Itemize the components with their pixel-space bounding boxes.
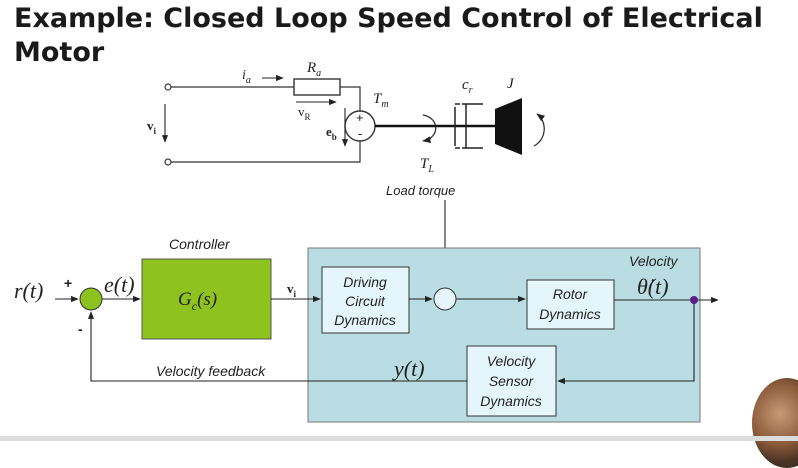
label-vr: vR	[298, 104, 311, 122]
label-load-torque: Load torque	[386, 183, 455, 198]
sum-minus: -	[78, 321, 83, 337]
inertia-j	[495, 98, 522, 155]
label-vi: vi	[147, 118, 157, 136]
rotor-line-1: Rotor	[553, 286, 589, 302]
label-vi-signal: vi	[287, 281, 297, 299]
diagram-canvas: ia Ra vR vi eb + - Tm cr J TL Load torqu…	[14, 60, 719, 423]
motor-circuit: ia Ra vR vi eb + - Tm cr J TL Load torqu…	[147, 60, 546, 289]
error-summing-junction	[79, 287, 103, 311]
controller-block	[141, 258, 272, 340]
bottom-bar	[0, 436, 798, 441]
label-velocity: Velocity	[629, 253, 679, 269]
velocity-pickoff-node	[690, 296, 698, 304]
source-plus: +	[356, 110, 364, 125]
driving-circuit-block	[321, 266, 410, 334]
feedback-arrow	[87, 311, 467, 382]
terminal-bottom	[164, 158, 172, 166]
rotor-line-2: Dynamics	[539, 306, 600, 322]
sensor-line-3: Dynamics	[480, 393, 541, 409]
wire-bottom	[171, 140, 361, 163]
damper-cr	[454, 103, 483, 149]
inertia-rotation-arrow	[533, 113, 546, 147]
controller-tf: Gc(s)	[178, 289, 217, 313]
driving-line-2: Circuit	[345, 293, 386, 309]
label-tm: Tm	[373, 91, 389, 110]
label-y-t: y(t)	[392, 356, 425, 381]
title-line-2: Motor	[14, 37, 105, 68]
torque-summing-junction	[433, 287, 457, 311]
label-theta-dot: θ̇(t)	[637, 274, 669, 299]
resistor-ra	[293, 78, 341, 96]
page-title: Example: Closed Loop Speed Control of El…	[14, 2, 794, 70]
label-ia: ia	[242, 68, 251, 86]
sensor-input-arrow	[557, 300, 695, 385]
driving-line-3: Dynamics	[334, 312, 395, 328]
label-r-t: r(t)	[14, 278, 43, 303]
block-diagram: Controller Gc(s) Driving Circuit Dynamic…	[14, 236, 719, 423]
sum-plus: +	[64, 275, 72, 291]
label-e-t: e(t)	[104, 272, 135, 297]
source-minus: -	[358, 126, 362, 141]
velocity-sensor-block	[466, 345, 557, 417]
wire-top-right	[340, 86, 361, 112]
label-velocity-feedback: Velocity feedback	[156, 363, 266, 379]
label-j: J	[507, 76, 515, 92]
controller-label: Controller	[169, 236, 231, 252]
label-ra: Ra	[306, 60, 321, 79]
driving-line-1: Driving	[343, 274, 387, 290]
terminal-top	[164, 83, 172, 91]
load-torque-arrow	[422, 114, 437, 143]
rotor-dynamics-block	[526, 279, 615, 330]
label-tl: TL	[420, 156, 434, 175]
sensor-line-1: Velocity	[487, 353, 537, 369]
label-cr: cr	[462, 77, 473, 96]
sensor-line-2: Sensor	[489, 373, 535, 389]
title-line-1: Example: Closed Loop Speed Control of El…	[14, 3, 763, 34]
label-eb: eb	[326, 124, 337, 142]
